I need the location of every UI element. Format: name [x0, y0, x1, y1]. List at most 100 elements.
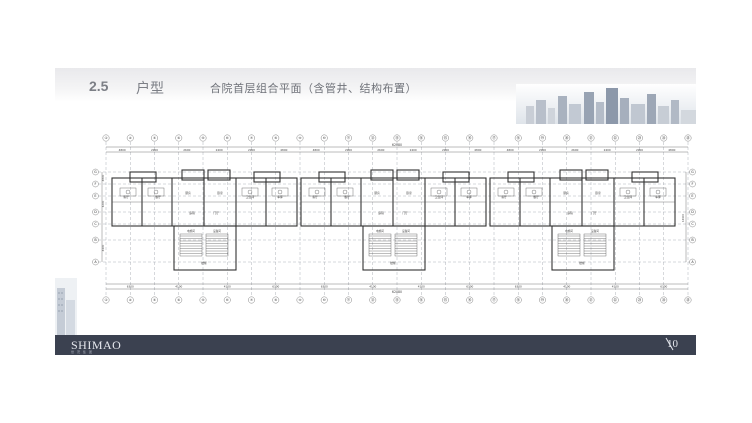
- grid-bubble: [563, 296, 571, 304]
- grid-bubble: [369, 296, 377, 304]
- dimension-label: 6300: [272, 285, 279, 289]
- grid-bubble: [92, 192, 99, 200]
- grid-bubble: [636, 296, 643, 304]
- grid-bubble: [689, 220, 696, 228]
- grid-bubble: [296, 296, 304, 304]
- furniture: [336, 187, 354, 197]
- grid-bubble: [369, 134, 377, 142]
- dimension-label: 6300: [466, 285, 473, 289]
- grid-bubble: [660, 134, 668, 142]
- grid-bubble: [539, 296, 546, 304]
- room-label: 餐厅: [344, 195, 350, 199]
- grid-bubble: [223, 296, 231, 304]
- building-image: [55, 278, 77, 338]
- grid-bubble: [345, 134, 352, 142]
- grid-bubble: [345, 296, 352, 304]
- grid-bubble: [689, 258, 696, 266]
- grid-bubble: [490, 296, 498, 304]
- slide: 2.5 户型 合院首层组合平面（含管井、结构布置）: [55, 68, 696, 355]
- rear-wing: [551, 225, 615, 271]
- grid-bubble: [102, 134, 110, 142]
- grid-label: ㉕: [686, 297, 690, 302]
- grid-label: B: [691, 238, 694, 242]
- grid-bubble: [92, 236, 99, 244]
- grid-label: D: [691, 210, 694, 214]
- grid-label: ⑫: [371, 297, 375, 302]
- grid-bubble: [539, 134, 546, 142]
- grid-label: F: [692, 182, 694, 186]
- grid-label: ㉒: [614, 135, 618, 140]
- grid-label: ④: [177, 136, 180, 140]
- bay-window: [442, 171, 470, 183]
- dimension-label: 3200: [101, 200, 105, 207]
- shimao-logo-subtitle: 世茂集团: [71, 350, 96, 354]
- room-label: 车库: [466, 195, 472, 199]
- furniture: [619, 187, 637, 197]
- dimension-label: 4800: [313, 148, 320, 152]
- page-number: 10: [667, 338, 678, 350]
- grid-label: ㉔: [662, 297, 666, 302]
- grid-label: ㉑: [589, 297, 593, 302]
- grid-bubble: [442, 296, 449, 304]
- dimension-label: 6300: [321, 285, 328, 289]
- grid-label: ⑦: [250, 136, 253, 140]
- dimension-label: 4100: [224, 285, 231, 289]
- room-label: 庭院: [378, 211, 384, 215]
- dimension-label: 2400: [410, 148, 417, 152]
- furniture: [525, 187, 543, 197]
- room-label: 卫生间: [435, 195, 444, 199]
- dimension-label: 2900: [248, 148, 255, 152]
- grid-label: ㉔: [662, 135, 666, 140]
- grid-label: ③: [153, 136, 156, 140]
- bay-window: [253, 171, 281, 183]
- grid-bubble: [320, 134, 328, 142]
- dimension-label: 2900: [345, 148, 352, 152]
- dimension-label: 4800: [119, 148, 126, 152]
- grid-label: ⑬: [395, 297, 399, 302]
- furniture: [503, 189, 509, 195]
- grid-label: ②: [129, 298, 132, 302]
- bay-window: [207, 169, 231, 181]
- grid-bubble: [514, 296, 522, 304]
- grid-label: ④: [177, 298, 180, 302]
- grid-bubble: [92, 220, 99, 228]
- furniture: [531, 189, 537, 195]
- grid-bubble: [296, 134, 304, 142]
- grid-label: ①: [104, 298, 107, 302]
- grid-bubble: [490, 134, 498, 142]
- grid-label: ⑨: [298, 136, 301, 140]
- grid-bubble: [514, 134, 522, 142]
- room-label: 楼梯: [579, 261, 585, 265]
- grid-bubble: [466, 134, 474, 142]
- room-label: 庭院: [189, 211, 195, 215]
- grid-bubble: [563, 134, 571, 142]
- room-label: 门厅: [402, 211, 408, 215]
- grid-label: ⑭: [420, 135, 424, 140]
- grid-label: ⑫: [371, 135, 375, 140]
- dimension-label: 2900: [539, 148, 546, 152]
- stair-core: [179, 233, 203, 257]
- grid-bubble: [175, 296, 183, 304]
- grid-label: ㉓: [638, 135, 642, 140]
- grid-bubble: [684, 296, 692, 304]
- grid-label: B: [94, 238, 97, 242]
- dimension-label: 2600: [377, 148, 384, 152]
- furniture: [247, 189, 253, 195]
- grid-label: ⑲: [541, 297, 545, 302]
- grid-label: ⑯: [468, 297, 472, 302]
- furniture: [147, 187, 165, 197]
- dimension-label: 4800: [474, 148, 481, 152]
- grid-label: ㉒: [614, 297, 618, 302]
- furniture: [153, 189, 159, 195]
- grid-bubble: [689, 236, 696, 244]
- grid-bubble: [393, 296, 401, 304]
- grid-bubble: [689, 208, 696, 216]
- grid-label: ⑳: [565, 135, 569, 140]
- furniture: [649, 187, 667, 197]
- grid-bubble: [611, 296, 619, 304]
- furniture: [241, 187, 259, 197]
- grid-label: ⑰: [492, 135, 496, 140]
- grid-bubble: [417, 296, 425, 304]
- furniture: [430, 187, 448, 197]
- dimension-label: 4100: [175, 285, 182, 289]
